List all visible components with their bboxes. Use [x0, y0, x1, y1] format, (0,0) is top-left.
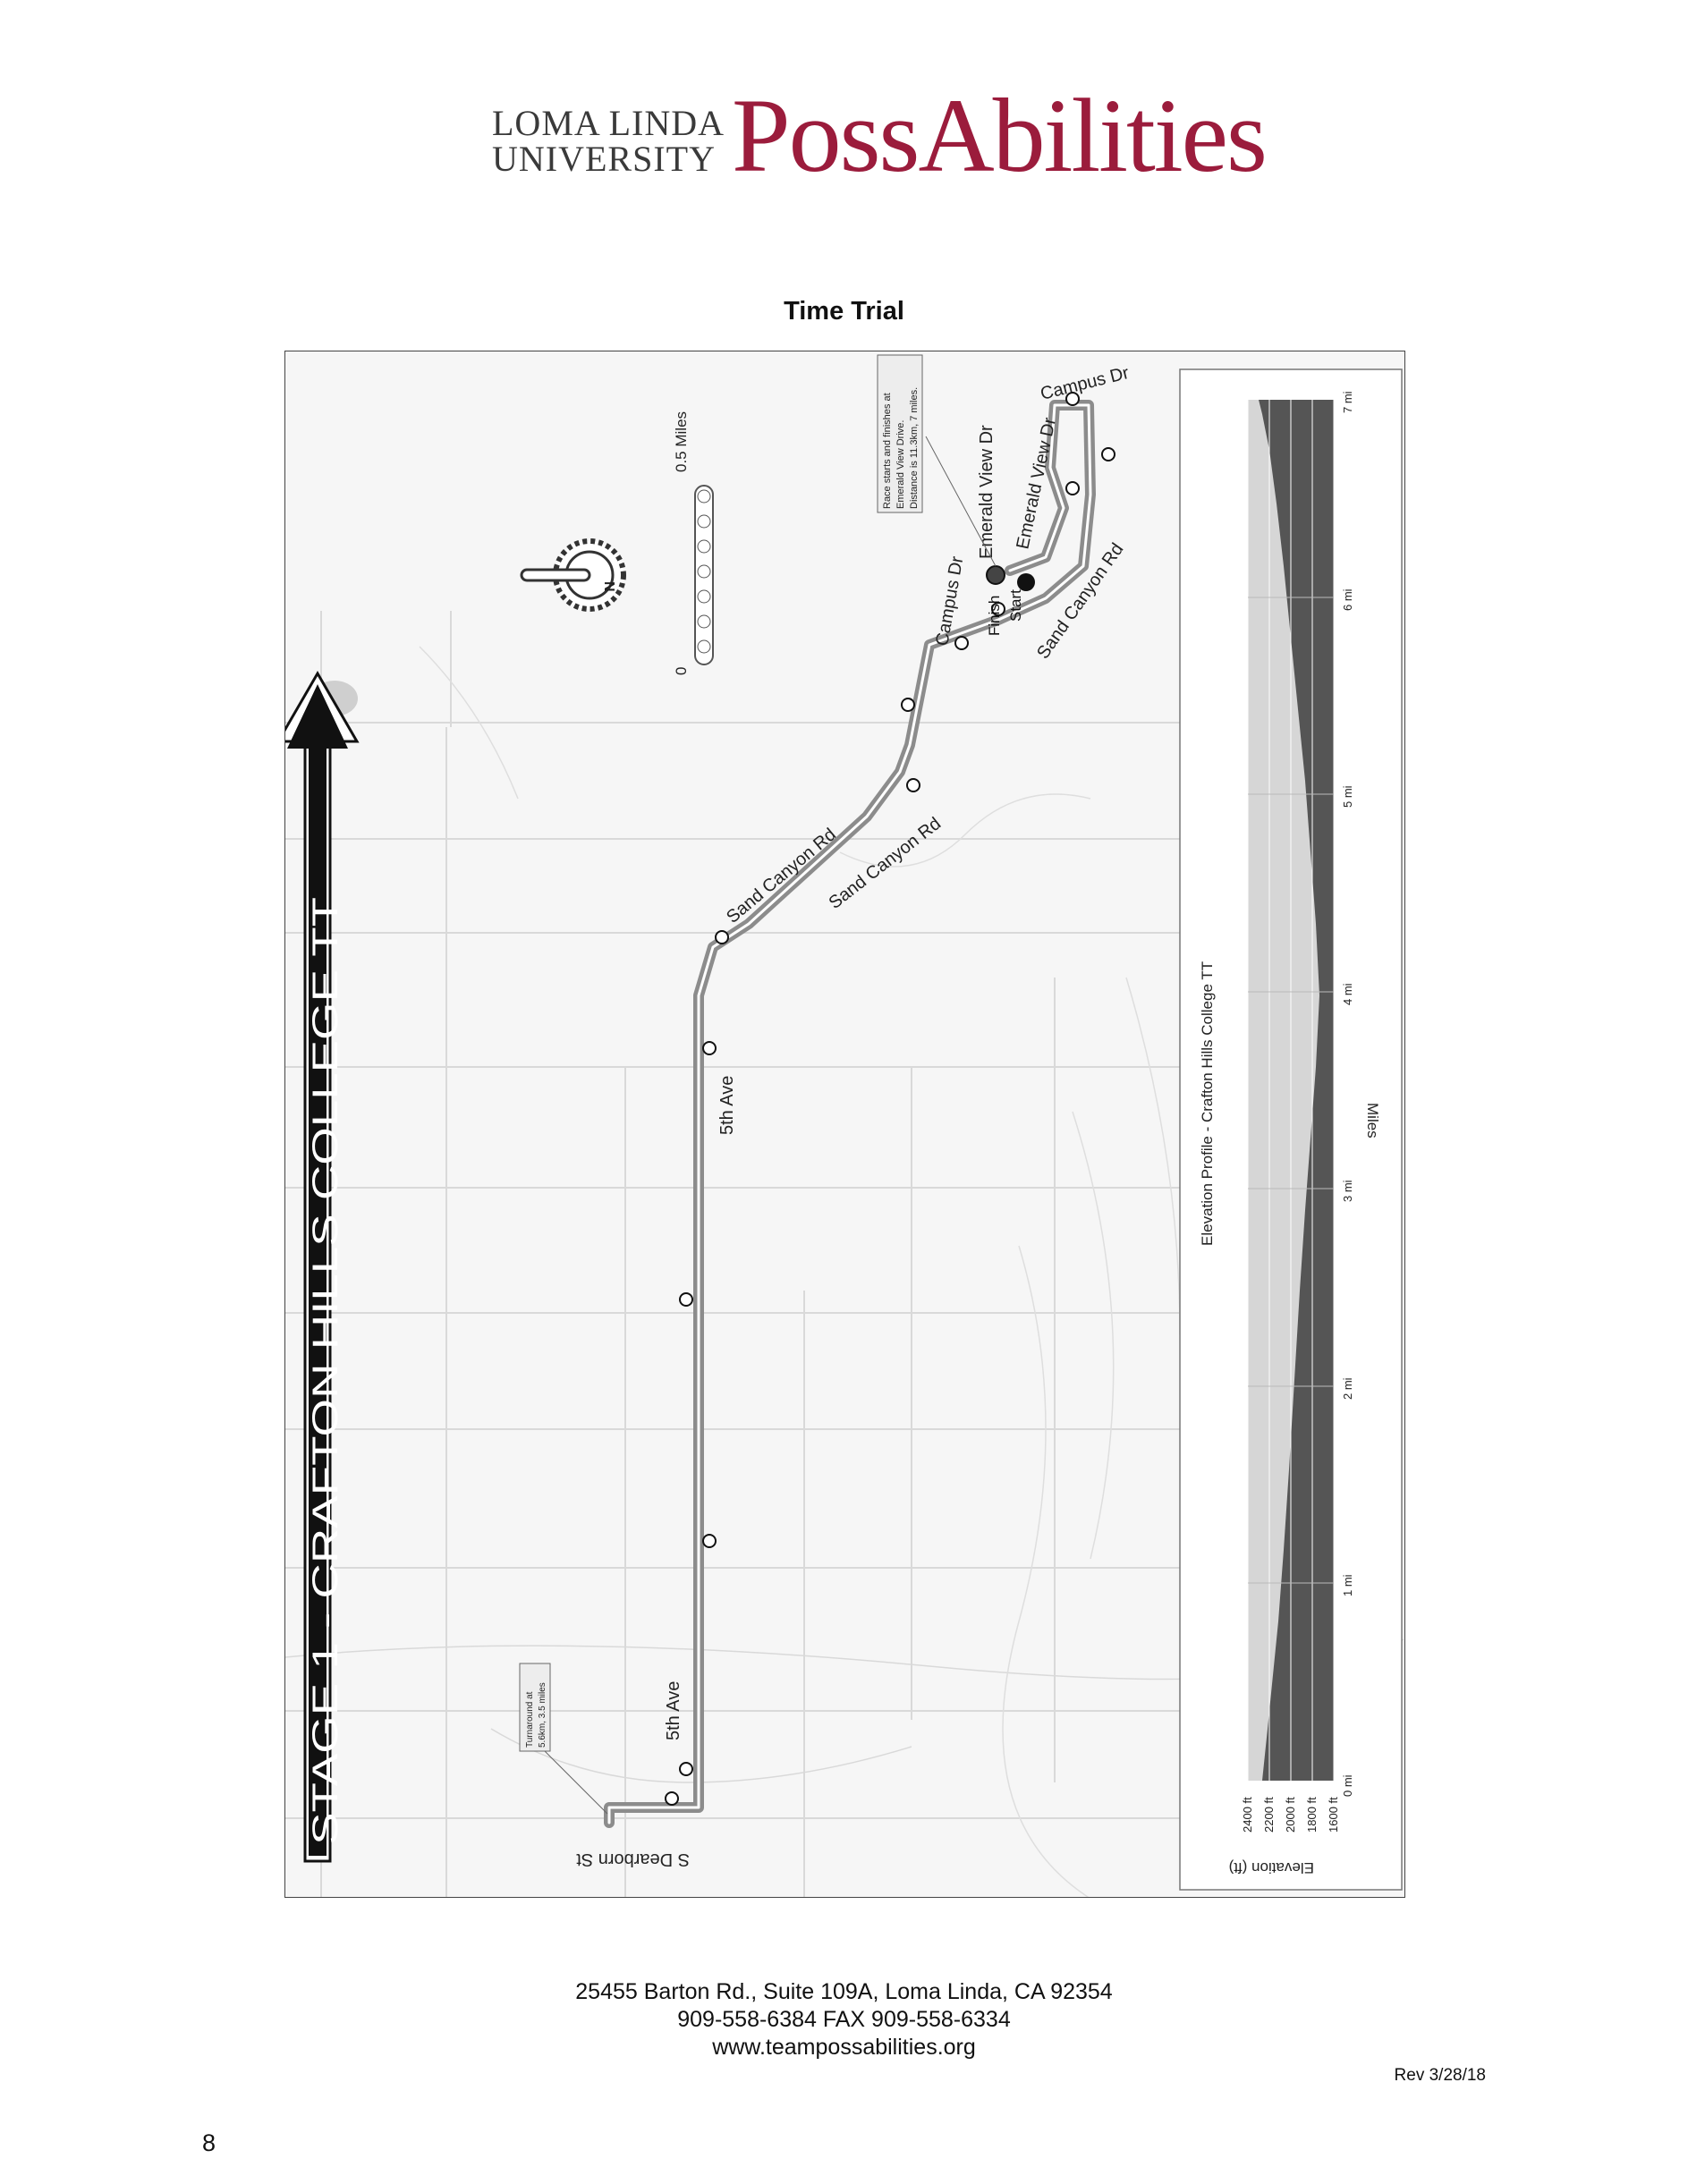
- direction-arrow: [1101, 447, 1115, 461]
- x-tick: 4 mi: [1341, 983, 1354, 1005]
- direction-arrow: [702, 1534, 717, 1548]
- elevation-profile: 2400 ft 2200 ft 2000 ft 1800 ft 1600 ft …: [1179, 368, 1403, 1891]
- x-tick: 7 mi: [1341, 391, 1354, 413]
- direction-arrow: [679, 1292, 693, 1307]
- x-tick: 0 mi: [1341, 1774, 1354, 1797]
- north-arrow-needle: [520, 568, 591, 582]
- race-route: [604, 400, 1096, 1828]
- direction-arrow: [906, 778, 920, 792]
- footer-address: 25455 Barton Rd., Suite 109A, Loma Linda…: [575, 1979, 1113, 2004]
- stage-banner-text: STAGE 1 - CRAFTON HILLS COLLEGE TT: [306, 897, 345, 1845]
- footer-website[interactable]: www.teampossabilities.org: [712, 2035, 976, 2060]
- street-label: 5th Ave: [664, 1681, 683, 1740]
- turnaround-note: Turnaround at 5.6km, 3.5 miles: [519, 1663, 551, 1752]
- y-tick: 2400 ft: [1241, 1797, 1254, 1833]
- x-tick: 6 mi: [1341, 588, 1354, 611]
- university-line1: LOMA LINDA: [492, 103, 725, 143]
- elevation-x-ticks: 0 mi 1 mi 2 mi 3 mi 4 mi 5 mi 6 mi 7 mi: [1341, 391, 1354, 1797]
- direction-arrow: [901, 698, 915, 712]
- page-number: 8: [202, 2129, 216, 2156]
- street-labels: Campus Dr Campus Dr Emerald View Dr Emer…: [576, 363, 1132, 1869]
- direction-arrow: [1065, 481, 1080, 495]
- elevation-y-ticks: 2400 ft 2200 ft 2000 ft 1800 ft 1600 ft: [1241, 1797, 1340, 1833]
- revision-date: Rev 3/28/18: [1394, 2066, 1486, 2085]
- scale-end: 0.5 Miles: [673, 411, 690, 472]
- direction-arrow: [679, 1762, 693, 1776]
- elevation-gridlines: [1247, 400, 1335, 1781]
- street-label: Sand Canyon Rd: [723, 825, 840, 927]
- turnaround-note-line: Turnaround at: [525, 1691, 535, 1748]
- direction-arrow: [954, 636, 969, 650]
- stage-banner: STAGE 1 - CRAFTON HILLS COLLEGE TT: [285, 671, 360, 1863]
- y-tick: 2200 ft: [1262, 1797, 1276, 1833]
- hillside-contours: [419, 646, 1181, 1897]
- direction-arrow: [991, 602, 1005, 616]
- scale-link: [697, 614, 711, 629]
- street-label: Sand Canyon Rd: [826, 814, 946, 913]
- start-note-line: Race starts and finishes at: [882, 393, 893, 509]
- start-note-leader: [925, 436, 997, 567]
- y-tick: 2000 ft: [1284, 1797, 1297, 1833]
- street-label: S Dearborn St: [576, 1850, 690, 1869]
- direction-arrow: [665, 1791, 679, 1806]
- direction-arrow: [715, 930, 729, 944]
- university-line2: UNIVERSITY: [492, 139, 716, 179]
- north-arrow: N: [520, 538, 626, 612]
- street-label: Campus Dr: [1039, 363, 1132, 404]
- course-map: Start Finish Campus Dr Campus Dr Emerald…: [284, 351, 1405, 1898]
- y-tick: 1600 ft: [1327, 1797, 1340, 1833]
- start-note-line: Emerald View Drive.: [895, 420, 906, 509]
- start-finish-note: Race starts and finishes at Emerald View…: [877, 354, 923, 513]
- scale-link: [697, 539, 711, 554]
- university-wordmark: LOMA LINDA UNIVERSITY: [492, 106, 725, 177]
- start-label: Start: [1007, 589, 1024, 622]
- scale-link: [697, 489, 711, 504]
- direction-arrows: [665, 392, 1115, 1806]
- footer-phone: 909-558-6384 FAX 909-558-6334: [677, 2007, 1011, 2032]
- scale-link: [697, 639, 711, 654]
- direction-arrow: [1065, 392, 1080, 406]
- finish-label: Finish: [986, 596, 1003, 636]
- street-label: Emerald View Dr: [977, 425, 997, 559]
- elevation-title: Elevation Profile - Crafton Hills Colleg…: [1199, 961, 1216, 1246]
- elevation-y-label: Elevation (ft): [1229, 1859, 1314, 1876]
- x-tick: 3 mi: [1341, 1180, 1354, 1202]
- route-line-lane: [607, 403, 1092, 1824]
- turnaround-leader: [544, 1750, 608, 1815]
- x-tick: 5 mi: [1341, 785, 1354, 808]
- start-note-line: Distance is 11.3km, 7 miles.: [909, 387, 920, 509]
- elevation-x-label: Miles: [1364, 1103, 1381, 1139]
- scale-link: [697, 589, 711, 604]
- course-map-graphic: Start Finish Campus Dr Campus Dr Emerald…: [285, 354, 1404, 1897]
- scale-start: 0: [673, 667, 690, 675]
- scale-bar: 0 0.5 Miles: [673, 411, 714, 675]
- scale-link: [697, 564, 711, 579]
- direction-arrow: [702, 1041, 717, 1055]
- turnaround-note-line: 5.6km, 3.5 miles: [538, 1682, 547, 1748]
- x-tick: 2 mi: [1341, 1377, 1354, 1400]
- brand-wordmark: PossAbilities: [732, 77, 1268, 194]
- finish-marker: [986, 565, 1005, 585]
- elevation-mile-lines: [1248, 597, 1334, 1584]
- street-label: 5th Ave: [717, 1076, 737, 1135]
- y-tick: 1800 ft: [1305, 1797, 1319, 1833]
- possabilities-logo: LOMA LINDA UNIVERSITY PossAbilities: [492, 55, 1268, 234]
- north-label: N: [601, 581, 616, 592]
- footer: 25455 Barton Rd., Suite 109A, Loma Linda…: [0, 1978, 1688, 2061]
- scale-link: [697, 514, 711, 529]
- elevation-fill: [1248, 400, 1319, 1781]
- page-title: Time Trial: [784, 297, 904, 326]
- x-tick: 1 mi: [1341, 1574, 1354, 1596]
- start-marker: [1017, 573, 1035, 591]
